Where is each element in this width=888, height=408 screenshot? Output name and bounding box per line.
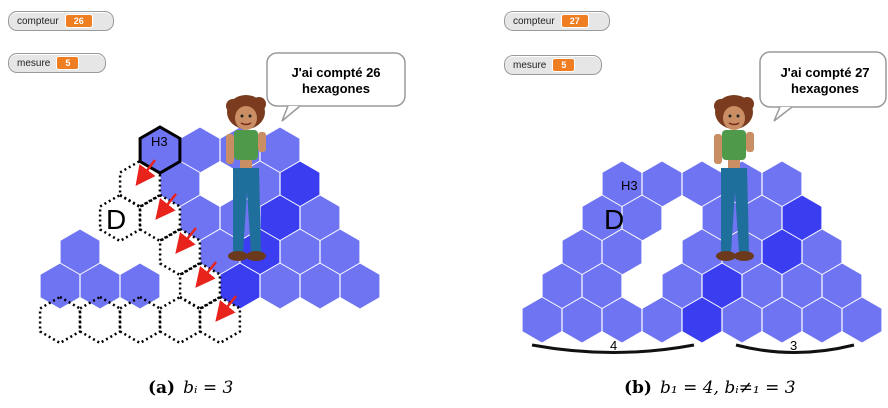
caption-formula: b₁ = 4, bᵢ≠₁ = 3 (660, 378, 796, 398)
hexagon (180, 263, 220, 309)
caption-tag: (b) (624, 378, 652, 398)
hex-label-h3: H3 (151, 134, 168, 149)
hex-label-d: D (604, 204, 624, 235)
speech-line-2: hexagones (302, 81, 370, 96)
hexagon (140, 195, 180, 241)
panel-b: compteur 27 mesure 5 H3 D (444, 0, 888, 408)
stage-b: H3 D J'ai compté 27 hexagones (444, 0, 888, 370)
speech-bubble: J'ai compté 27 hexagones (760, 52, 886, 121)
hexagon (160, 297, 200, 343)
brace-label-4: 4 (610, 338, 617, 353)
caption-formula: bᵢ = 3 (183, 378, 233, 398)
speech-line-2: hexagones (791, 81, 859, 96)
hexagon (160, 229, 200, 275)
hex-grid (522, 161, 882, 343)
speech-line-1: J'ai compté 26 (291, 65, 380, 80)
caption-tag: (a) (148, 378, 175, 398)
caption-a: (a) bᵢ = 3 (148, 378, 233, 398)
hex-label-h3: H3 (621, 178, 638, 193)
hex-grid (40, 127, 380, 343)
speech-bubble: J'ai compté 26 hexagones (267, 53, 405, 121)
hex-label-d: D (106, 204, 126, 235)
stage-a: H3 D J'ai compté 26 hexagones (0, 0, 444, 370)
caption-b: (b) b₁ = 4, bᵢ≠₁ = 3 (624, 378, 796, 398)
panel-a: compteur 26 mesure 5 H3 D (0, 0, 444, 408)
speech-line-1: J'ai compté 27 (780, 65, 869, 80)
brace-label-3: 3 (790, 338, 797, 353)
hexagon (120, 263, 160, 309)
hexagon (200, 297, 240, 343)
